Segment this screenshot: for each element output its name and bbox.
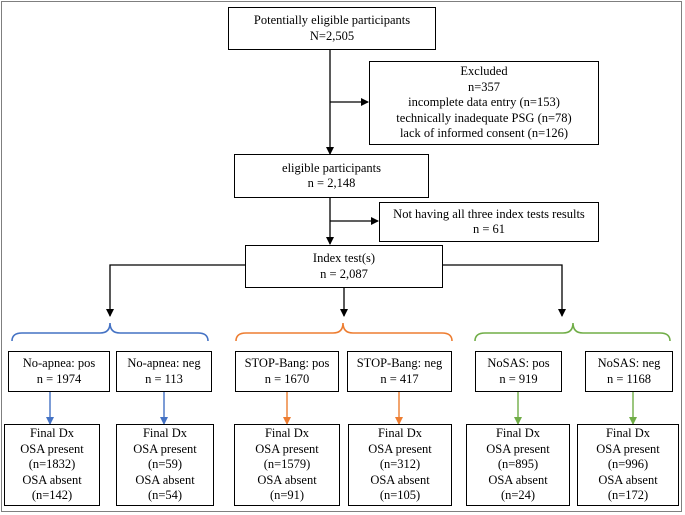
osa-present-count: (n=312) <box>379 457 421 472</box>
osa-present-label: OSA present <box>368 441 432 456</box>
eligible-count: n = 2,148 <box>307 176 356 190</box>
test-label: No-apnea: pos <box>22 356 96 370</box>
eligible-title: eligible participants <box>282 160 381 175</box>
test-box-nosas-neg: NoSAS: neg n = 1168 <box>585 351 673 392</box>
test-box-stop-bang-neg: STOP-Bang: neg n = 417 <box>347 351 452 392</box>
osa-absent-count: (n=24) <box>500 488 536 503</box>
excluded-line: n=357 <box>467 79 501 94</box>
osa-present-label: OSA present <box>133 441 197 456</box>
osa-present-label: OSA present <box>486 441 550 456</box>
osa-present-label: OSA present <box>596 441 660 456</box>
excluded-line: incomplete data entry (n=153) <box>408 95 560 110</box>
not-having-count: n = 61 <box>472 222 506 236</box>
test-box-nosas-pos: NoSAS: pos n = 919 <box>475 351 562 392</box>
final-dx-title: Final Dx <box>377 426 423 441</box>
final-dx-box-no-apnea-neg: Final Dx OSA present (n=59) OSA absent (… <box>116 424 214 506</box>
final-dx-title: Final Dx <box>495 426 541 441</box>
osa-absent-label: OSA absent <box>370 472 430 487</box>
osa-present-count: (n=1832) <box>28 457 76 472</box>
potentially-eligible-box: Potentially eligible participants N=2,50… <box>228 7 436 50</box>
test-count: n = 1974 <box>36 371 82 386</box>
excluded-box: Excluded n=357 incomplete data entry (n=… <box>369 61 599 145</box>
osa-absent-label: OSA absent <box>598 472 658 487</box>
osa-present-label: OSA present <box>20 441 84 456</box>
osa-absent-count: (n=91) <box>269 488 305 503</box>
test-label: NoSAS: pos <box>487 356 550 370</box>
arrow-index-to-left <box>106 264 245 317</box>
osa-absent-count: (n=142) <box>31 488 73 503</box>
not-having-box: Not having all three index tests results… <box>379 202 599 242</box>
not-having-title: Not having all three index tests results <box>393 206 585 221</box>
osa-absent-label: OSA absent <box>22 472 82 487</box>
test-label: STOP-Bang: neg <box>356 356 443 370</box>
test-count: n = 1670 <box>264 371 310 386</box>
final-dx-box-nosas-neg: Final Dx OSA present (n=996) OSA absent … <box>577 424 679 506</box>
test-count: n = 113 <box>145 371 183 386</box>
osa-present-count: (n=59) <box>147 457 183 472</box>
final-dx-title: Final Dx <box>605 426 651 441</box>
test-box-stop-bang-pos: STOP-Bang: pos n = 1670 <box>235 351 339 392</box>
osa-present-count: (n=1579) <box>263 457 311 472</box>
final-dx-title: Final Dx <box>142 426 188 441</box>
osa-present-count: (n=996) <box>607 457 649 472</box>
test-count: n = 919 <box>499 371 538 386</box>
test-box-no-apnea-pos: No-apnea: pos n = 1974 <box>8 351 110 392</box>
excluded-title: Excluded <box>460 64 508 79</box>
test-box-no-apnea-neg: No-apnea: neg n = 113 <box>116 351 212 392</box>
test-label: No-apnea: neg <box>127 356 201 370</box>
eligible-box: eligible participants n = 2,148 <box>234 154 429 198</box>
test-label: NoSAS: neg <box>597 356 661 370</box>
final-dx-box-stop-bang-neg: Final Dx OSA present (n=312) OSA absent … <box>348 424 452 506</box>
final-dx-box-nosas-pos: Final Dx OSA present (n=895) OSA absent … <box>466 424 570 506</box>
final-dx-box-stop-bang-pos: Final Dx OSA present (n=1579) OSA absent… <box>234 424 340 506</box>
osa-absent-count: (n=105) <box>379 488 421 503</box>
osa-present-label: OSA present <box>255 441 319 456</box>
brace-green <box>474 322 671 342</box>
osa-absent-count: (n=172) <box>607 488 649 503</box>
test-count: n = 417 <box>380 371 419 386</box>
osa-present-count: (n=895) <box>497 457 539 472</box>
excluded-line: lack of informed consent (n=126) <box>399 126 569 141</box>
final-dx-box-no-apnea-pos: Final Dx OSA present (n=1832) OSA absent… <box>4 424 100 506</box>
osa-absent-label: OSA absent <box>488 472 548 487</box>
test-count: n = 1168 <box>606 371 652 386</box>
index-test-title: Index test(s) <box>312 251 376 265</box>
index-test-box: Index test(s) n = 2,087 <box>245 245 443 288</box>
excluded-line: technically inadequate PSG (n=78) <box>396 110 572 125</box>
arrow-index-to-right <box>443 264 566 317</box>
brace-orange <box>235 322 453 342</box>
osa-absent-label: OSA absent <box>135 472 195 487</box>
index-test-count: n = 2,087 <box>320 266 368 281</box>
osa-absent-label: OSA absent <box>257 472 317 487</box>
osa-absent-count: (n=54) <box>147 488 183 503</box>
potentially-eligible-title: Potentially eligible participants <box>253 13 411 27</box>
brace-blue <box>11 322 209 342</box>
test-label: STOP-Bang: pos <box>244 356 330 370</box>
potentially-eligible-count: N=2,505 <box>309 28 355 43</box>
final-dx-title: Final Dx <box>264 426 310 441</box>
final-dx-title: Final Dx <box>29 426 75 441</box>
